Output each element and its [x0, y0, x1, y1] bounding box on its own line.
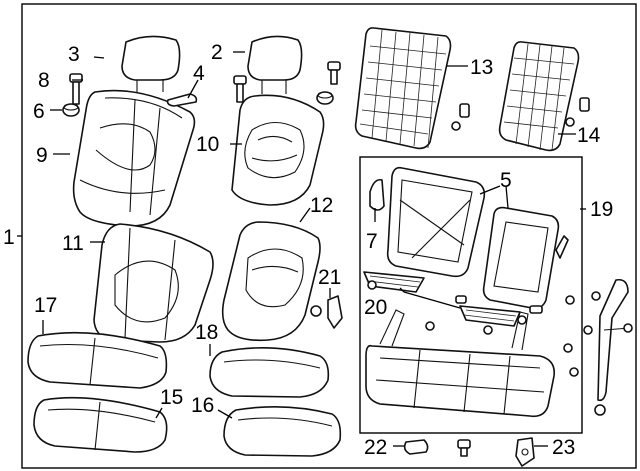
- callout-3: 3: [68, 43, 80, 66]
- hardware-box-19: [367, 235, 579, 377]
- callout-5: 5: [500, 169, 512, 192]
- trim-cap-4: [166, 93, 198, 107]
- guide-8: [69, 73, 83, 105]
- callout-17: 17: [34, 294, 57, 317]
- callout-21: 21: [318, 266, 341, 289]
- callout-6: 6: [33, 100, 45, 123]
- callout-7: 7: [366, 230, 378, 253]
- callout-4: 4: [193, 62, 205, 85]
- cushion-18: [209, 347, 330, 398]
- seat-back-cover-middle: [221, 221, 321, 342]
- cushion-17: [27, 331, 168, 389]
- seat-back-frame-14: [498, 41, 580, 152]
- callout-9: 9: [36, 144, 48, 167]
- callout-22: 22: [364, 436, 387, 459]
- small-brackets-upper: [451, 97, 590, 131]
- callout-13: 13: [470, 56, 493, 79]
- callout-18: 18: [195, 321, 218, 344]
- leader-lines: [17, 51, 586, 447]
- callout-15: 15: [160, 386, 183, 409]
- belt-bracket-right: [583, 278, 633, 416]
- seat-back-middle: [231, 94, 325, 206]
- frame-5-right: [482, 206, 560, 310]
- callout-labels: 1 2 3 4 5 6 7 8 9 10 11 12 13 14 15 16 1…: [3, 41, 613, 459]
- frame-5-left: [386, 166, 486, 278]
- frame-assembly-box: [359, 156, 583, 434]
- mat-20: [363, 271, 521, 327]
- guide-middle-left: [233, 75, 247, 103]
- latch-23: [515, 437, 535, 467]
- cushion-16: [223, 406, 342, 457]
- callout-19: 19: [590, 198, 613, 221]
- callout-23: 23: [552, 436, 575, 459]
- headrest-left: [121, 35, 181, 92]
- clip-bottom-middle: [457, 439, 471, 457]
- callout-1: 1: [3, 226, 15, 249]
- callout-8: 8: [38, 69, 50, 92]
- clip-21: [310, 295, 343, 329]
- callout-12: 12: [310, 194, 333, 217]
- cushion-15: [33, 396, 168, 453]
- bracket-7: [369, 178, 385, 211]
- seat-base-frame: [365, 309, 556, 418]
- guide-middle-right: [316, 61, 341, 105]
- callout-10: 10: [196, 133, 219, 156]
- bushing-6: [62, 103, 80, 117]
- callout-11: 11: [62, 232, 84, 255]
- seat-back-lower-left: [93, 223, 214, 343]
- callout-16: 16: [191, 394, 214, 417]
- callout-2: 2: [211, 41, 223, 64]
- callout-14: 14: [577, 124, 601, 147]
- cap-22: [403, 439, 429, 455]
- headrest-middle: [247, 35, 303, 94]
- callout-20: 20: [364, 296, 387, 319]
- seat-back-frame-13: [354, 27, 452, 150]
- seat-back-left: [72, 89, 196, 227]
